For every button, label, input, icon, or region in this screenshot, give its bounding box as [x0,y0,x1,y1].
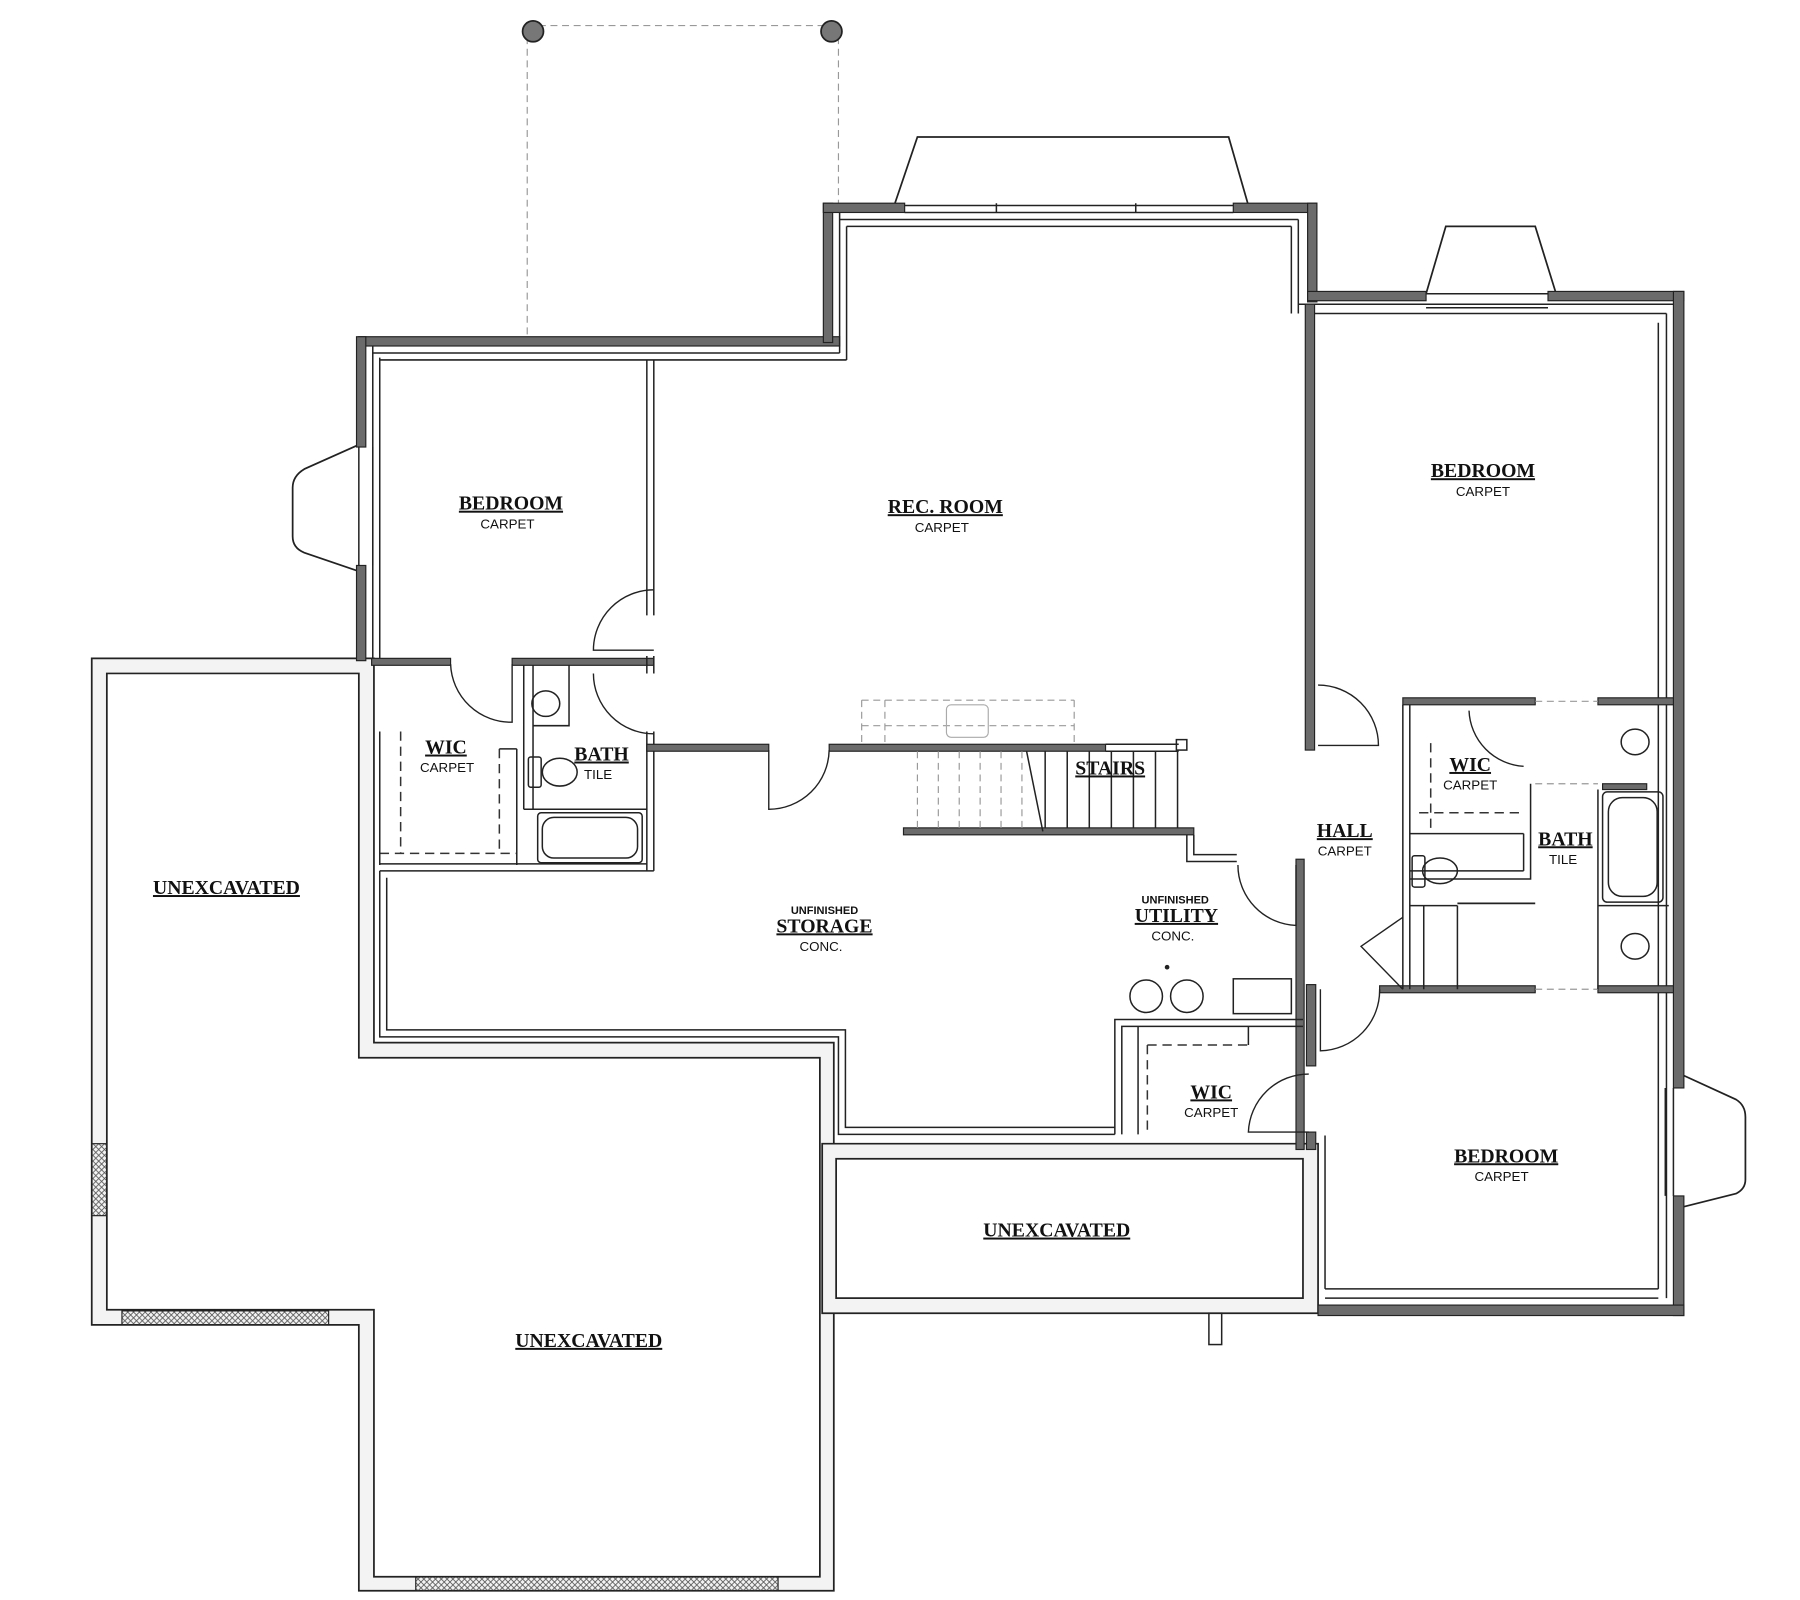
room-floor: TILE [1549,852,1577,867]
room-name: WIC [1190,1081,1232,1103]
room-name: BEDROOM [1454,1145,1559,1167]
room-prefix: UNFINISHED [791,905,858,917]
sink [1620,728,1650,756]
sink [1620,932,1650,960]
room-name: WIC [425,737,467,759]
room-name: REC. ROOM [888,496,1003,518]
sink [531,690,561,718]
foundation-vent [415,1576,779,1592]
room-name: BEDROOM [459,493,564,515]
room-label-hall: HALL CARPET [1317,820,1373,859]
room-name: BATH [1538,828,1593,850]
room-name: UNEXCAVATED [983,1220,1130,1242]
doors [449,589,1524,1133]
post-icon [521,20,545,43]
room-floor: CONC. [1151,928,1194,943]
room-labels: BEDROOM CARPET REC. ROOM CARPET BEDROOM … [153,460,1593,1352]
room-floor: CARPET [915,520,969,535]
room-label-rec-room: REC. ROOM CARPET [888,496,1003,535]
room-label-bedroom-southeast: BEDROOM CARPET [1454,1145,1559,1184]
post-icon [820,20,843,43]
room-floor: CARPET [1456,484,1510,499]
room-label-wic-west: WIC CARPET [420,737,474,776]
room-label-bath-east: BATH TILE [1538,828,1593,867]
room-name: UNEXCAVATED [153,877,300,899]
room-label-unexcavated-south: UNEXCAVATED [515,1330,662,1352]
room-name: BATH [574,744,629,766]
room-floor: CARPET [1318,844,1372,859]
room-label-storage: UNFINISHED STORAGE CONC. [776,905,872,954]
room-label-stairs: STAIRS [1075,757,1145,779]
room-floor: TILE [584,767,612,782]
room-label-bath-west: BATH TILE [574,744,629,783]
room-prefix: UNFINISHED [1142,894,1209,906]
room-floor: CARPET [420,760,474,775]
room-label-utility: UNFINISHED UTILITY CONC. [1135,894,1218,943]
room-name: WIC [1449,754,1491,776]
room-floor: CARPET [1443,778,1497,793]
room-floor: CONC. [800,939,843,954]
water-heater [1129,979,1164,1014]
room-name: STORAGE [776,915,872,937]
room-name: UTILITY [1135,905,1218,927]
foundation-vent [91,1143,108,1217]
furnace [1232,978,1293,1015]
room-label-wic-south: WIC CARPET [1184,1081,1238,1120]
room-name: STAIRS [1075,757,1145,779]
room-floor: CARPET [480,516,534,531]
foundation-walls [90,657,1319,1592]
room-label-unexcavated-west: UNEXCAVATED [153,877,300,899]
room-label-wic-east: WIC CARPET [1443,754,1497,793]
room-name: UNEXCAVATED [515,1330,662,1352]
exterior-walls [355,202,1685,1317]
window-wells [291,136,1747,1209]
toilet [527,756,542,788]
fixtures [527,690,1664,1015]
room-floor: CARPET [1474,1169,1528,1184]
room-floor: CARPET [1184,1105,1238,1120]
pergola-outline [521,20,843,340]
bathtub [536,812,643,864]
room-name: BEDROOM [1431,460,1536,482]
foundation-vent [121,1310,330,1326]
water-heater [1169,979,1204,1014]
toilet [1411,854,1426,888]
interior-walls [371,303,1674,1151]
stairs-treads [861,699,1179,832]
room-name: HALL [1317,820,1373,842]
room-label-bedroom-west: BEDROOM CARPET [459,493,564,532]
room-label-bedroom-northeast: BEDROOM CARPET [1431,460,1536,499]
room-label-unexcavated-middle: UNEXCAVATED [983,1220,1130,1242]
bathtub [1601,791,1664,903]
